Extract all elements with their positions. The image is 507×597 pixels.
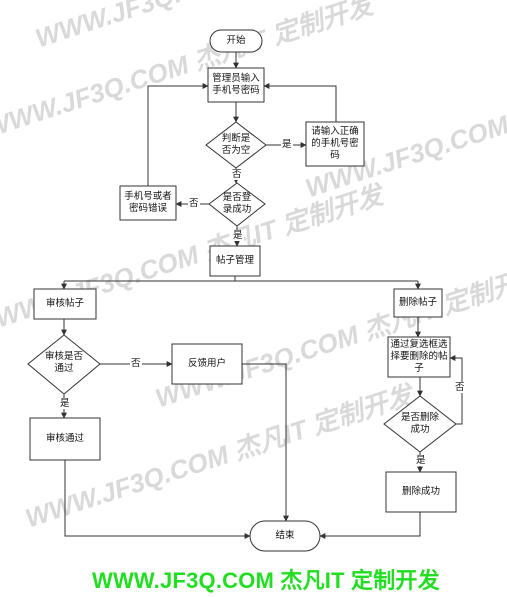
edge-label-empty-yes: 是: [281, 139, 293, 150]
edge-success-to-end: [319, 512, 421, 539]
edge-label-login-no: 否: [188, 198, 200, 209]
input-label: 管理员输入手机号密码: [212, 73, 260, 96]
select-delete-box: [387, 336, 451, 378]
review-post-label: 审核帖子: [45, 298, 84, 309]
review-passed-box: [29, 417, 101, 461]
review-passed-label: 审核通过: [45, 433, 84, 444]
input-box: [207, 67, 265, 103]
edge-label-review-yes: 是: [59, 398, 71, 409]
edge-label-review-no: 否: [130, 358, 142, 369]
delete-success-label: 删除成功: [401, 486, 440, 497]
footer-brand: WWW.JF3Q.COM 杰凡IT 定制开发: [92, 568, 440, 593]
select-delete-label: 通过复选框选择要删除的帖子: [390, 339, 448, 374]
prompt-correct-box: [305, 121, 365, 167]
post-manage-label: 帖子管理: [215, 255, 254, 266]
edge-label-delete-no: 否: [454, 382, 466, 393]
delete-post-label: 删除帖子: [398, 297, 437, 308]
login-error-label: 手机号或者密码错误: [124, 191, 172, 214]
end-label: 结束: [275, 530, 295, 541]
edge-prompt-back: [263, 83, 337, 122]
edge-label-delete-yes: 是: [415, 455, 427, 466]
edge-label-login-yes: 是: [232, 230, 244, 241]
start-label: 开始: [226, 35, 246, 46]
feedback-user-label: 反馈用户: [187, 358, 226, 369]
delete-post-box: [393, 288, 443, 318]
edge-label-empty-no: 否: [231, 169, 243, 180]
edge-feedback-to-end: [242, 363, 289, 522]
delete-success-box: [385, 471, 457, 513]
edge-error-back: [147, 83, 209, 186]
check-empty-label: 判断是否为空: [221, 133, 251, 156]
check-login-label: 是否登录成功: [222, 192, 252, 215]
edge-passed-to-end: [64, 460, 251, 539]
delete-success-q-label: 是否删除成功: [400, 412, 439, 435]
prompt-correct-label: 请输入正确的手机号密码: [311, 126, 359, 161]
review-pass-label: 审核是否通过: [44, 351, 83, 374]
